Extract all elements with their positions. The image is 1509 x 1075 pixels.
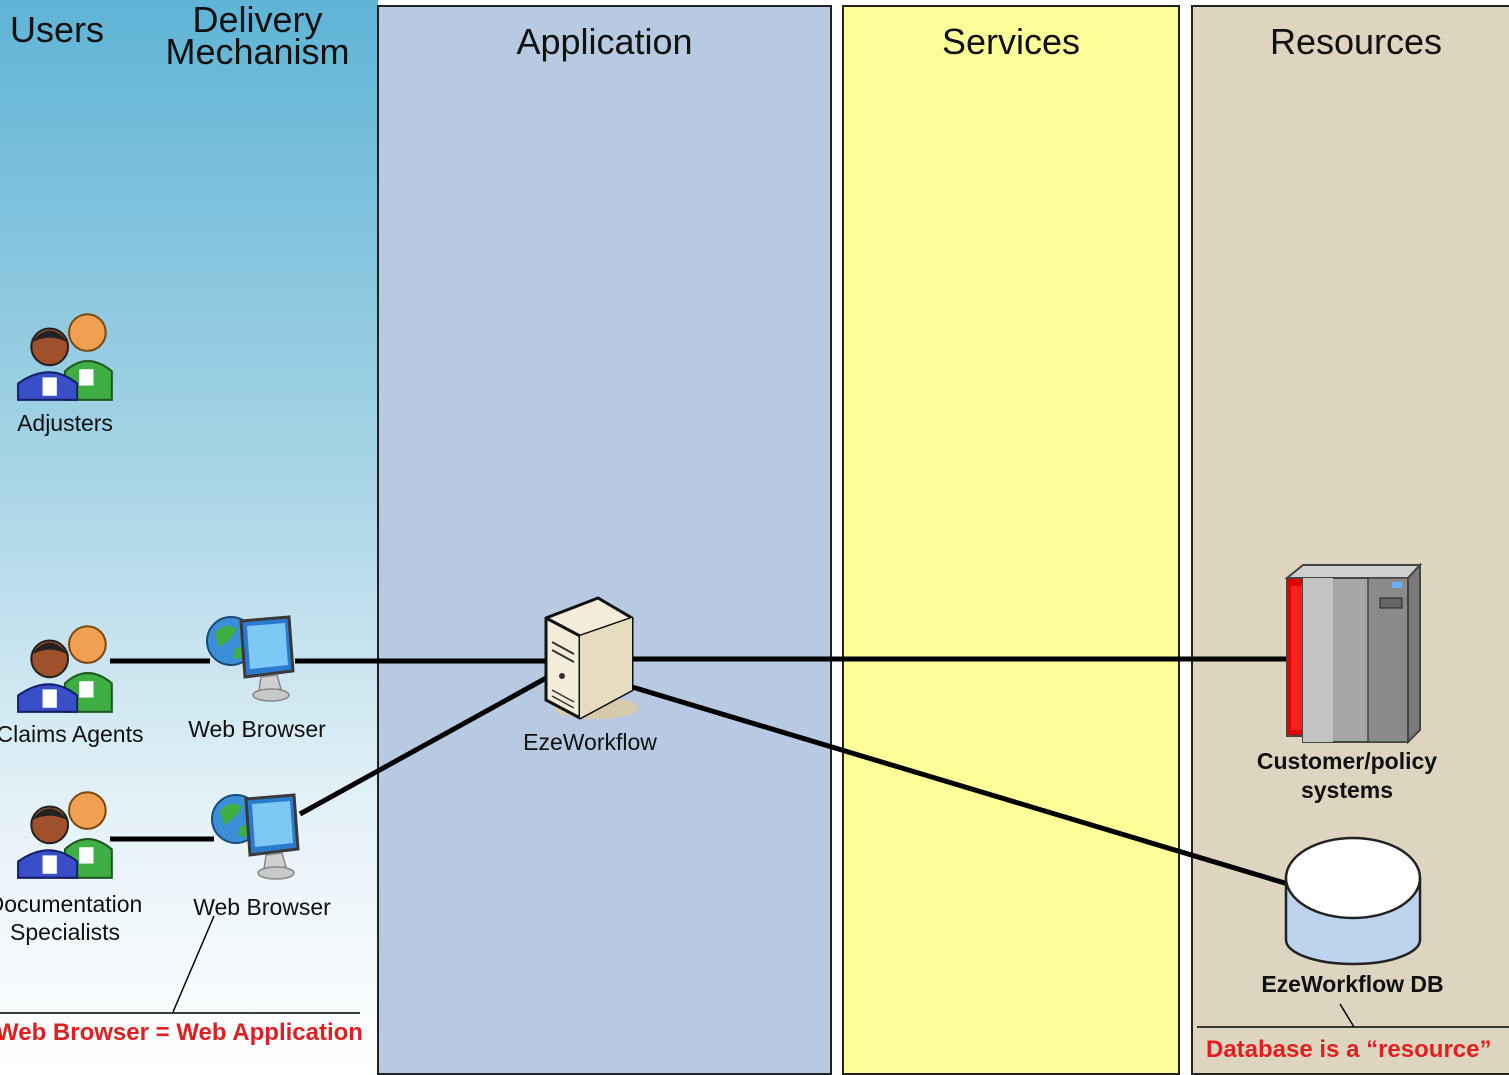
web-browser-icon (210, 793, 300, 881)
resources-lane-title: Resources (1269, 21, 1443, 62)
mainframe-icon (1284, 562, 1423, 745)
delivery-mechanism-header: Delivery Mechanism (165, 0, 350, 72)
claims-agents-label: Claims Agents (0, 721, 144, 747)
adjusters-label: Adjusters (17, 410, 113, 436)
web-application-note: Web Browser = Web Application (0, 1019, 363, 1046)
application-lane-title: Application (516, 21, 693, 62)
users-delivery-background (0, 0, 378, 1068)
database-icon (1284, 836, 1422, 966)
documentation-specialists-users-icon (17, 791, 113, 879)
web-browser-label-1: Web Browser (188, 716, 326, 742)
database-resource-note: Database is a “resource” (1206, 1036, 1492, 1063)
services-lane-title: Services (941, 21, 1081, 62)
application-lane: Application (377, 5, 832, 1075)
ezeworkflow-label: EzeWorkflow (523, 729, 657, 755)
adjusters-users-icon (17, 313, 113, 401)
web-browser-label-2: Web Browser (193, 894, 331, 920)
ezeworkflow-db-label: EzeWorkflow DB (1261, 971, 1444, 997)
users-header: Users (10, 9, 105, 50)
services-lane: Services (842, 5, 1180, 1075)
claims-agents-users-icon (17, 625, 113, 713)
documentation-specialists-label: Documentation Specialists (0, 891, 143, 945)
web-browser-icon (205, 615, 295, 703)
server-icon (544, 596, 638, 720)
connection-lines (0, 656, 1509, 1028)
customer-policy-label: Customer/policy systems (1256, 748, 1438, 803)
